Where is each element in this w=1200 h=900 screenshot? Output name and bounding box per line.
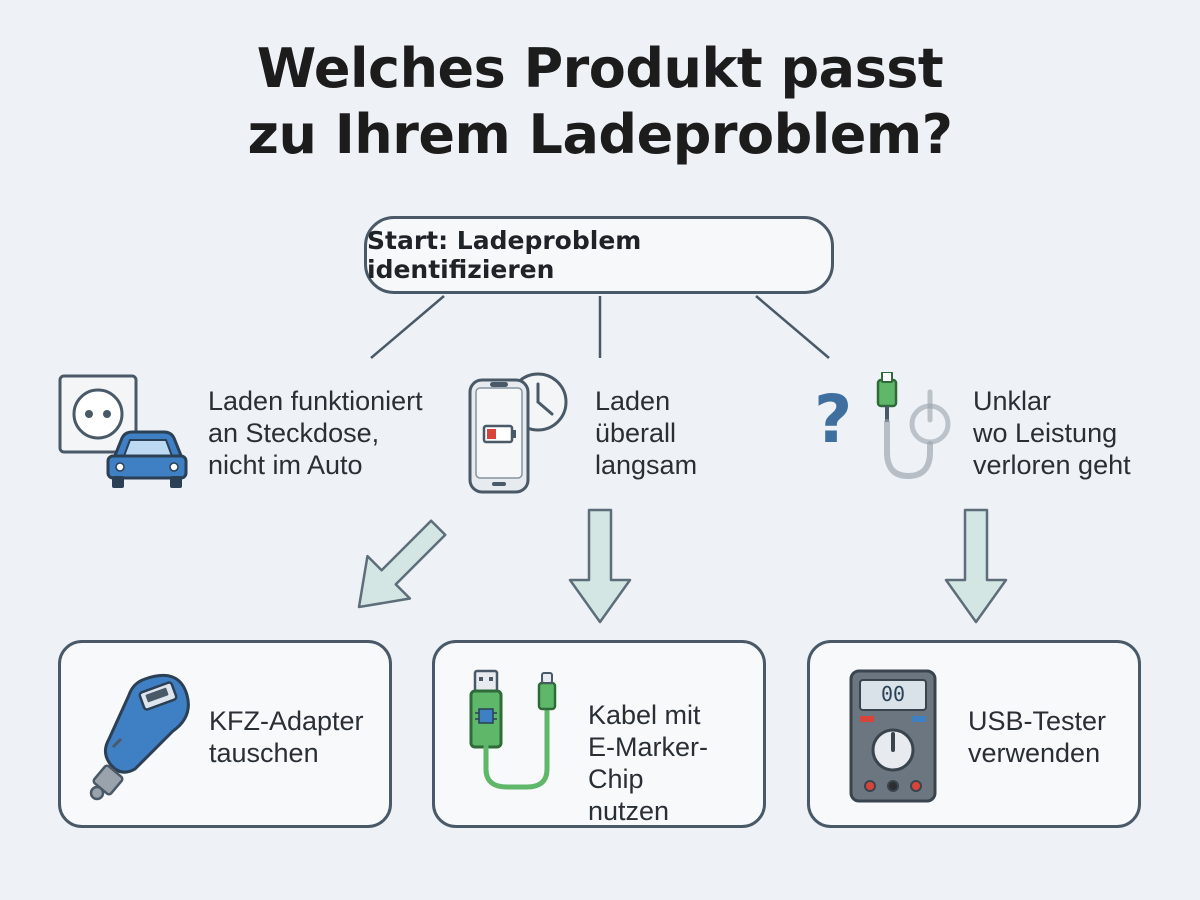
- result-3-text: USB-Tester verwenden: [968, 706, 1107, 768]
- condition-3-text: Unklar wo Leistung verloren geht: [973, 386, 1131, 480]
- result-box-1: KFZ-Adapter tauschen: [58, 640, 392, 828]
- socket-car-icon: [58, 374, 188, 488]
- arrow-diagonal-to-result-1: [357, 519, 447, 609]
- condition-1-text: Laden funktioniert an Steckdose, nicht i…: [208, 386, 423, 480]
- connector-line-left: [370, 295, 445, 359]
- question-power-cable-icon: ?: [814, 372, 951, 480]
- arrow-down-to-result-3: [944, 508, 1008, 624]
- result-box-2: Kabel mit E-Marker-Chip nutzen: [432, 640, 766, 828]
- phone-slow-charge-icon: [468, 372, 568, 494]
- diagram-title: Welches Produkt passt zu Ihrem Ladeprobl…: [0, 36, 1200, 168]
- result-box-3: 00 USB-Tester verwenden: [807, 640, 1141, 828]
- start-node-label: Start: Ladeproblem identifizieren: [367, 226, 642, 284]
- usb-cable-chip-icon: [469, 669, 557, 790]
- title-line-2: zu Ihrem Ladeproblem?: [247, 103, 953, 166]
- start-node: Start: Ladeproblem identifizieren: [364, 216, 834, 294]
- title-line-1: Welches Produkt passt: [256, 37, 944, 100]
- car-adapter-icon: [89, 674, 190, 801]
- result-1-text: KFZ-Adapter tauschen: [209, 706, 364, 768]
- svg-text:?: ?: [814, 381, 852, 458]
- result-2-text: Kabel mit E-Marker-Chip nutzen: [588, 700, 708, 826]
- arrow-down-to-result-2: [568, 508, 632, 624]
- connector-line-right: [755, 295, 830, 359]
- tester-display-value: 00: [880, 682, 906, 706]
- usb-tester-icon: 00: [848, 668, 938, 804]
- condition-2-text: Laden überall langsam: [595, 386, 698, 480]
